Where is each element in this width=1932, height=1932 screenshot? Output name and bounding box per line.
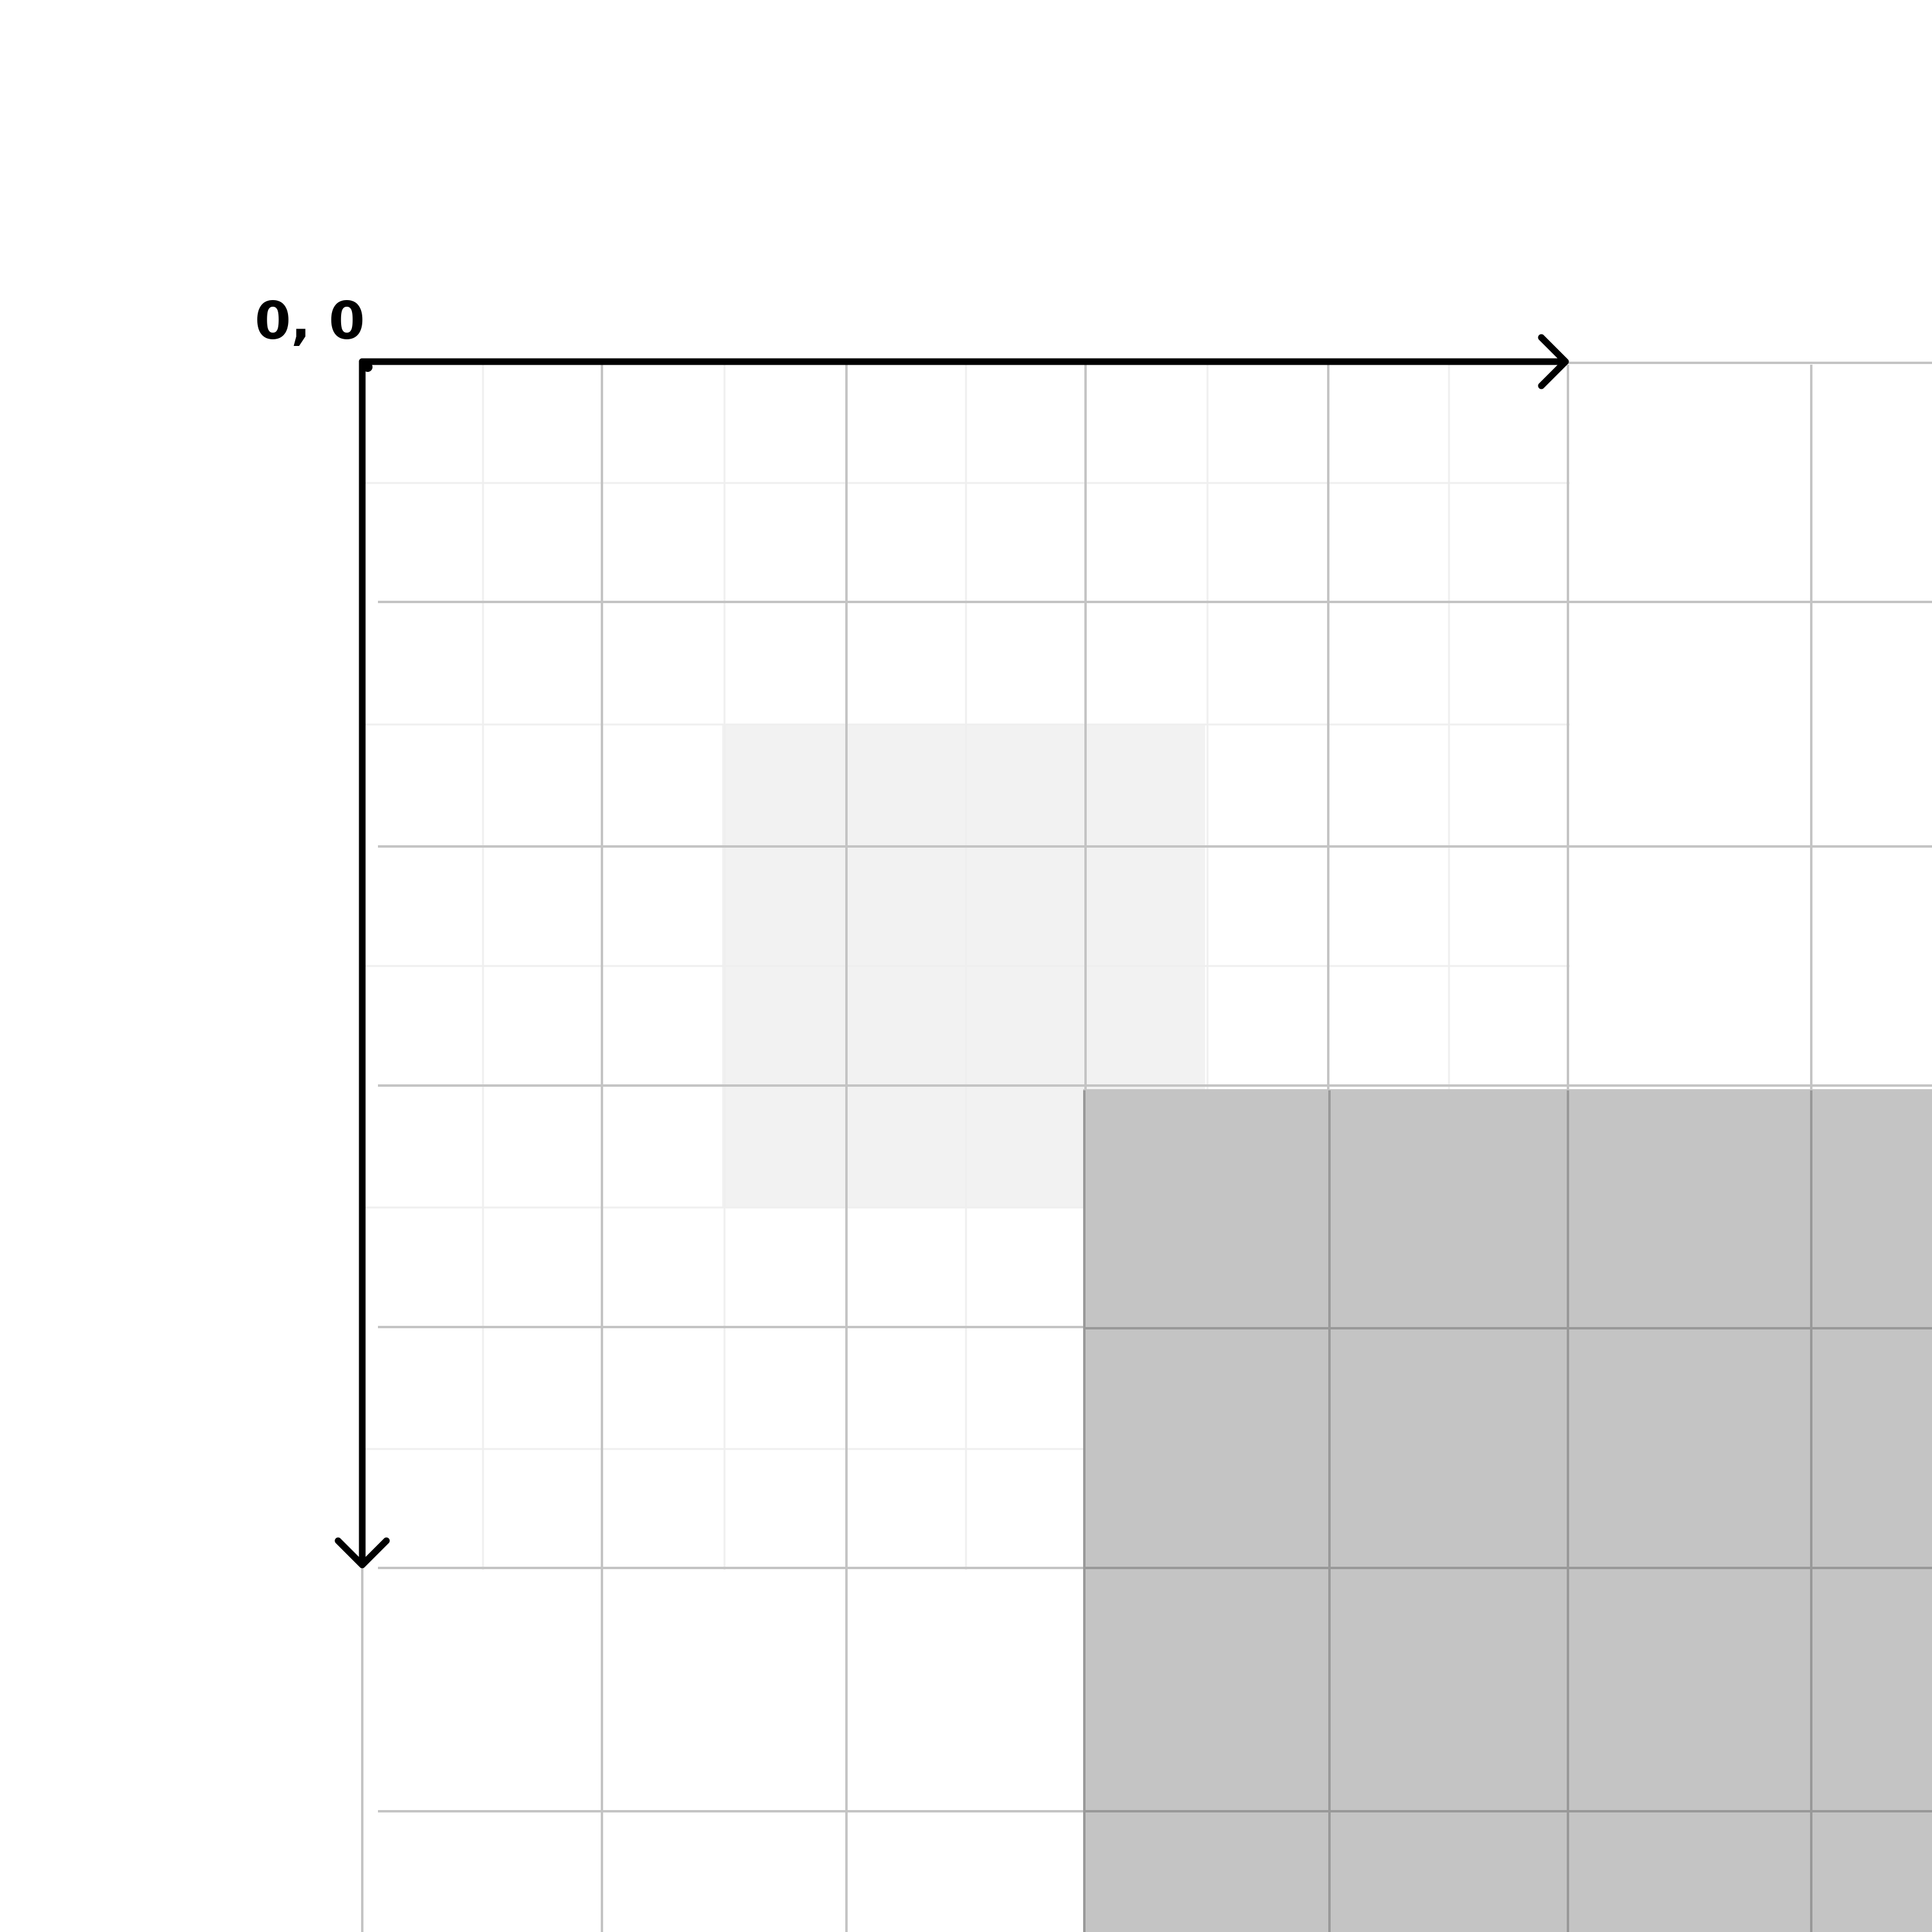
- origin-label: 0, 0: [255, 291, 365, 351]
- axes: [334, 334, 1569, 1569]
- right-arrow-icon: [1538, 334, 1569, 389]
- dark-block: [1083, 1089, 1932, 1932]
- down-arrow-icon: [334, 1537, 390, 1569]
- origin-dot: [363, 362, 373, 372]
- dark-block-grid: [1083, 1090, 1932, 1932]
